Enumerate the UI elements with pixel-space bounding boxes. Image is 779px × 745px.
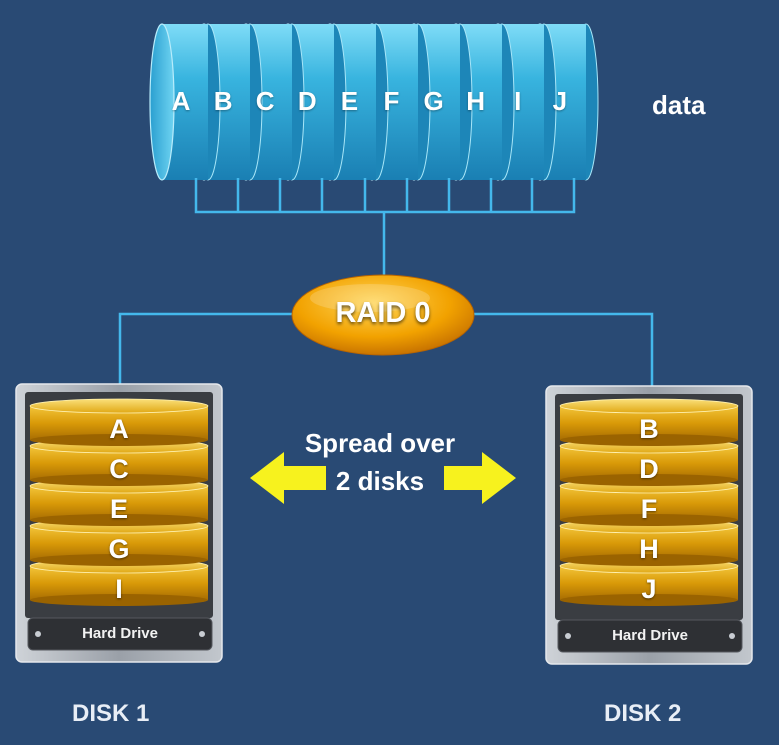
disk-1-drive-label: Hard Drive (82, 625, 158, 642)
arrow-left-icon (250, 452, 326, 504)
data-segment (149, 23, 221, 181)
data-label: data (652, 90, 706, 120)
data-segment-letter: J (552, 86, 568, 116)
raid-oval (291, 274, 475, 356)
disk-1-name: DISK 1 (72, 700, 150, 727)
disk-2-block-letter: H (639, 534, 659, 564)
data-segment-letter: A (171, 86, 191, 116)
disk-2-block-letter: J (641, 574, 657, 604)
disk-2-block-letter: D (639, 454, 659, 484)
spread-text: Spread over 2 disks (304, 428, 456, 496)
disk-2-platter (559, 398, 739, 446)
disk-2-block-letter: F (640, 494, 658, 524)
disk-1-block-letter: C (109, 454, 129, 484)
data-segment-letter: D (297, 86, 317, 116)
data-segment-letter: F (383, 86, 400, 116)
data-segment-letter: G (423, 86, 444, 116)
disk-1-block-letter: A (109, 414, 129, 444)
data-segment-letter: E (340, 86, 359, 116)
disk-1-block-letter: I (115, 574, 123, 604)
data-segment-letter: I (514, 86, 522, 116)
disk-1-drive (15, 383, 223, 663)
disk-2-drive-label: Hard Drive (612, 627, 688, 644)
disk-1-platter (29, 398, 209, 446)
data-segment-letter: C (255, 86, 275, 116)
data-segment-letter: B (213, 86, 233, 116)
disk-1-block-letter: G (108, 534, 130, 564)
data-segment-letter: H (466, 86, 486, 116)
arrow-right-icon (444, 452, 516, 504)
connector-lines (118, 178, 654, 388)
disk-1-block-letter: E (109, 494, 128, 524)
disk-2-name: DISK 2 (604, 700, 682, 727)
disk-2-platter (559, 518, 739, 566)
raid-label: RAID 0 (335, 297, 431, 329)
disk-1-platter (29, 438, 209, 486)
disk-2-drive (545, 385, 753, 665)
disk-2-block-letter: B (639, 414, 659, 444)
data-cylinder (149, 23, 599, 181)
